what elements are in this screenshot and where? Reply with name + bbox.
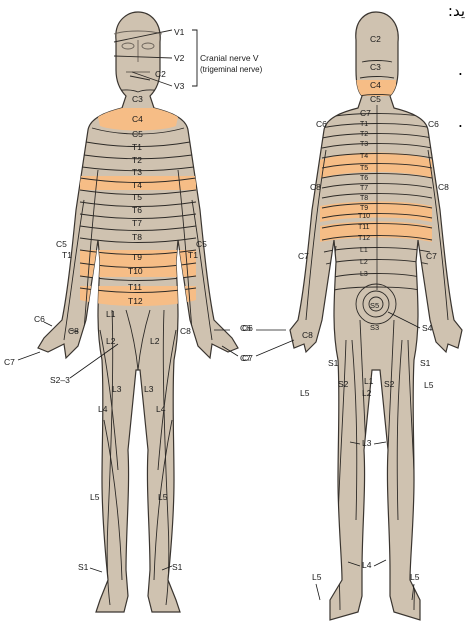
- label-l1-front: L1: [106, 309, 116, 319]
- label-t7-back: T7: [360, 185, 368, 192]
- label-c8-front-right: C8: [180, 326, 191, 336]
- label-s3-back: S3: [370, 323, 379, 332]
- label-c3-front: C3: [132, 94, 143, 104]
- label-l3-front-left: L3: [112, 384, 122, 394]
- label-c4-back: C4: [370, 80, 381, 90]
- label-v1: V1: [174, 27, 185, 37]
- label-l2-back-mid: L2: [362, 388, 372, 398]
- label-l5-back-right: L5: [424, 380, 434, 390]
- label-v2: V2: [174, 53, 185, 63]
- label-t6-back: T6: [360, 175, 368, 182]
- label-t12-back: T12: [358, 235, 370, 242]
- label-c5-front-right-arm: C5: [196, 239, 207, 249]
- label-c6-front-left: C6: [34, 314, 45, 324]
- label-c7-back: C7: [360, 108, 371, 118]
- label-l3-front-right: L3: [144, 384, 154, 394]
- label-t2-back: T2: [360, 131, 368, 138]
- label-l3-back-mid: L3: [362, 438, 372, 448]
- label-c7-back-left: C7: [298, 251, 309, 261]
- label-l2-back: L2: [360, 259, 368, 266]
- label-t8-back: T8: [360, 195, 368, 202]
- label-l1-back: L1: [360, 247, 368, 254]
- trigeminal-title: Cranial nerve V: [200, 53, 259, 63]
- label-c8-back-left: C8: [310, 182, 321, 192]
- label-t5-front: T5: [132, 192, 142, 202]
- label-t6-front: T6: [132, 205, 142, 215]
- label-t10-front: T10: [128, 266, 143, 276]
- label-c2-back: C2: [370, 34, 381, 44]
- trigeminal-bracket: [192, 30, 197, 86]
- label-t1-back: T1: [360, 121, 368, 128]
- label-l4-back-mid: L4: [362, 560, 372, 570]
- label-s1-back-left: S1: [328, 358, 339, 368]
- label-l1-back-mid: L1: [364, 376, 374, 386]
- label-l2-front-left: L2: [106, 336, 116, 346]
- label-c7-front-left: C7: [4, 357, 15, 367]
- label-c7-back-arm: C7: [242, 353, 253, 363]
- label-l5-front-left: L5: [90, 492, 100, 502]
- label-c6-back-right: C6: [428, 119, 439, 129]
- label-t4-front: T4: [132, 180, 142, 190]
- label-t9-back: T9: [360, 205, 368, 212]
- label-l3-back: L3: [360, 271, 368, 278]
- label-t3-back: T3: [360, 141, 368, 148]
- label-t9-front: T9: [132, 252, 142, 262]
- label-t8-front: T8: [132, 232, 142, 242]
- label-s2-3-front: S2–3: [50, 375, 70, 385]
- label-t1-front-left-arm: T1: [62, 250, 72, 260]
- label-c5-front-left-arm: C5: [56, 239, 67, 249]
- label-t4-back: T4: [360, 153, 368, 160]
- label-c2-front: C2: [155, 69, 166, 79]
- label-c3-back: C3: [370, 62, 381, 72]
- label-l2-front-right: L2: [150, 336, 160, 346]
- label-c6-back-left: C6: [316, 119, 327, 129]
- label-v3: V3: [174, 81, 185, 91]
- label-l4-front-left: L4: [98, 404, 108, 414]
- label-c8-back-right: C8: [438, 182, 449, 192]
- label-t11-back: T11: [358, 224, 370, 231]
- label-c4-front: C4: [132, 114, 143, 124]
- label-s2-back-left: S2: [338, 379, 349, 389]
- label-t5-back: T5: [360, 165, 368, 172]
- label-s1-front-right: S1: [172, 562, 183, 572]
- label-s1-front-left: S1: [78, 562, 89, 572]
- label-l4-front-right: L4: [156, 404, 166, 414]
- label-s4-back: S4: [422, 323, 433, 333]
- label-l5-foot-right: L5: [410, 572, 420, 582]
- label-l5-front-right: L5: [158, 492, 168, 502]
- back-arm-leaders: [256, 330, 294, 356]
- label-c7-back-right: C7: [426, 251, 437, 261]
- label-c6-back-arm: C6: [242, 323, 253, 333]
- label-t11-front: T11: [128, 282, 142, 292]
- label-t12-front: T12: [128, 296, 143, 306]
- label-t3-front: T3: [132, 167, 142, 177]
- label-t2-front: T2: [132, 155, 142, 165]
- label-l5-foot-left: L5: [312, 572, 322, 582]
- label-s1-back-right: S1: [420, 358, 431, 368]
- label-s2-back-right: S2: [384, 379, 395, 389]
- label-t10-back: T10: [358, 213, 370, 220]
- trigeminal-subtitle: (trigeminal nerve): [200, 65, 263, 74]
- label-c5-back: C5: [370, 94, 381, 104]
- label-s5-back: S5: [370, 301, 379, 310]
- label-c5-front: C5: [132, 129, 143, 139]
- label-t7-front: T7: [132, 218, 142, 228]
- label-l5-back-left: L5: [300, 388, 310, 398]
- label-t1-front-right-arm: T1: [188, 250, 198, 260]
- label-c8-back-arm: C8: [302, 330, 313, 340]
- label-t1-front: T1: [132, 142, 142, 152]
